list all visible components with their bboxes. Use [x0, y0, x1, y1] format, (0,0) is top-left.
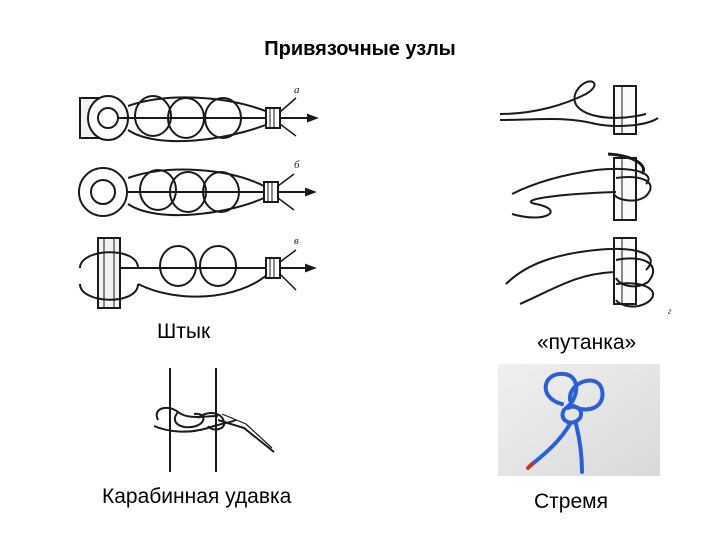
karabin-illustration: [148, 368, 278, 472]
caption-stremya: Стремя: [534, 490, 608, 513]
stremya-photo: [498, 364, 660, 476]
corner-label: г: [668, 306, 672, 316]
caption-karabin: Карабинная удавка: [102, 485, 292, 508]
caption-putanka: «путанка»: [537, 331, 637, 354]
shtyk-panel-a: [79, 95, 319, 143]
panel-label-b: б: [294, 159, 300, 171]
shtyk-panel-c: [79, 237, 317, 309]
shtyk-panel-b: [78, 167, 317, 217]
shtyk-illustration: а б в: [68, 78, 338, 310]
panel-label-c: в: [294, 235, 299, 247]
slide-title: Привязочные узлы: [264, 38, 456, 60]
putanka-illustration: г: [496, 74, 680, 318]
caption-shtyk: Штык: [157, 320, 211, 343]
panel-label-a: а: [294, 84, 300, 96]
